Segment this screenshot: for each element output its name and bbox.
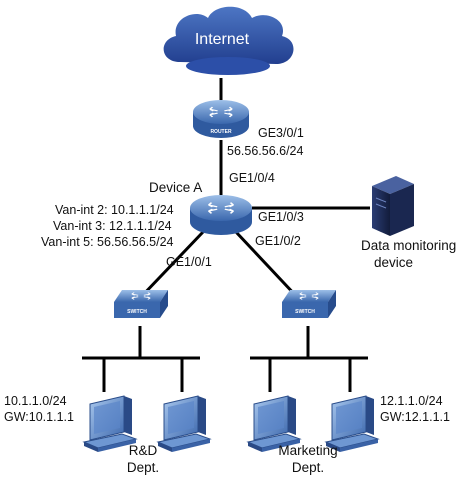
rd-subnet: 10.1.1.0/24 [4,394,67,408]
switch-left-badge: SWITCH [127,309,147,315]
pc-rd-2-icon [157,395,211,453]
rd-name-line2: Dept. [127,460,159,475]
switch-left-icon [114,290,168,318]
internet-label: Internet [195,31,250,48]
device-a-name: Device A [149,180,202,195]
marketing-name-line1: Marketing [278,443,337,458]
marketing-subnet: 12.1.1.0/24 [380,394,443,408]
van-int-2: Van-int 2: 10.1.1.1/24 [55,203,174,217]
switch-right-icon [282,290,336,318]
monitor-label-line2: device [374,255,413,270]
link-device-a-switch-left [138,230,205,300]
switch-right-badge: SWITCH [295,309,315,315]
monitor-label-line1: Data monitoring [361,238,456,253]
van-int-5: Van-int 5: 56.56.56.5/24 [41,235,174,249]
router-icon [193,100,249,138]
port-monitor-label: GE1/0/3 [258,210,304,224]
router-port-label: GE3/0/1 [258,126,304,140]
device-a-uplink-port: GE1/0/4 [229,171,275,185]
port-marketing-label: GE1/0/2 [255,234,301,248]
router-ip-label: 56.56.56.6/24 [227,144,304,158]
internet-cloud-icon [163,6,294,75]
device-a-icon [190,195,252,235]
van-int-3: Van-int 3: 12.1.1.1/24 [53,219,172,233]
rd-name-line1: R&D [129,443,158,458]
router-badge: ROUTER [210,129,232,135]
rd-gateway: GW:10.1.1.1 [4,410,74,424]
link-device-a-switch-right [234,230,300,300]
port-rd-label: GE1/0/1 [166,255,212,269]
server-icon [372,176,414,236]
marketing-name-line2: Dept. [292,460,324,475]
marketing-gateway: GW:12.1.1.1 [380,410,450,424]
